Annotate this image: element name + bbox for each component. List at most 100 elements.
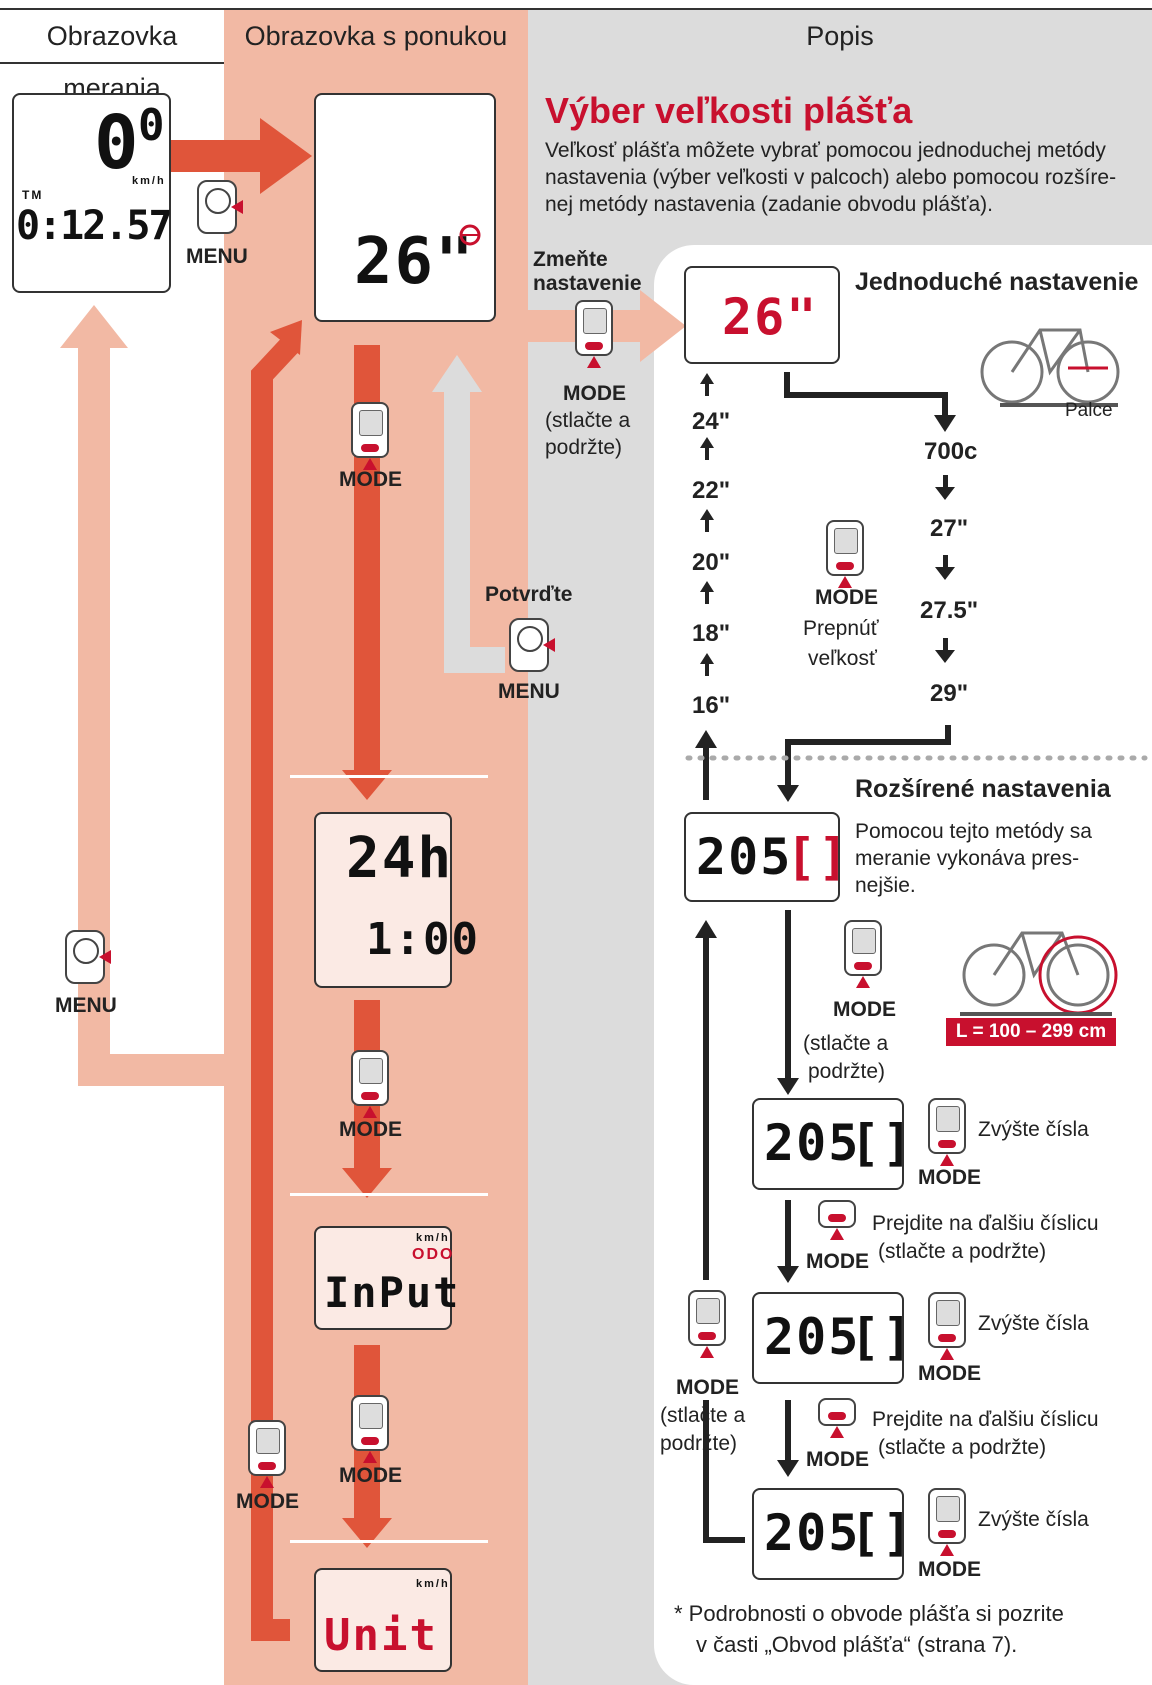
next-digit-2: Prejdite na ďalšiu číslicu xyxy=(872,1408,1099,1431)
next-digit-1: Prejdite na ďalšiu číslicu xyxy=(872,1212,1099,1235)
switch-size-1: Prepnúť xyxy=(803,617,879,640)
mode-button-icon[interactable] xyxy=(928,1098,966,1166)
menu-screen-unit: km/h Unit xyxy=(314,1568,452,1672)
arrow-confirm xyxy=(444,390,505,673)
menu-screen-tire: 26" xyxy=(314,93,496,322)
clock-time: 1:00 xyxy=(366,914,480,965)
increase-1: Zvýšte čísla xyxy=(978,1118,1089,1141)
increase-2: Zvýšte čísla xyxy=(978,1312,1089,1335)
digit-display-1-value: 205 xyxy=(764,1114,861,1172)
bike-simple-icon xyxy=(980,328,1120,404)
menu-screen-input: km/h ODO InPut xyxy=(314,1226,458,1330)
mode-button-icon[interactable] xyxy=(844,920,882,988)
digit-display-3: 205 [] xyxy=(752,1488,912,1580)
advanced-line-1: Pomocou tejto metódy sa xyxy=(855,820,1092,843)
switch-size-2: veľkosť xyxy=(808,647,877,670)
change-label-1: Zmeňte xyxy=(533,248,608,271)
mode-button-icon[interactable] xyxy=(826,520,864,588)
mode-button-icon[interactable] xyxy=(818,1200,856,1240)
header-menu: Obrazovka s ponukou xyxy=(224,10,528,62)
advanced-title: Rozšírené nastavenia xyxy=(855,775,1111,803)
intro-line-1: Veľkosť plášťa môžete vybrať pomocou jed… xyxy=(545,139,1106,162)
measure-speed: 0 xyxy=(94,100,141,186)
divider xyxy=(290,1193,488,1196)
size-27-5: 27.5" xyxy=(920,597,979,624)
digit-display-3-value: 205 xyxy=(764,1504,861,1562)
mode-label-1: MODE xyxy=(339,468,402,491)
change-label-2: nastavenie xyxy=(533,272,642,295)
simple-display: 26" xyxy=(684,266,840,364)
left-press-hold-1: (stlačte a xyxy=(660,1404,746,1427)
mode-button-icon[interactable] xyxy=(351,402,389,470)
divider xyxy=(290,1540,488,1543)
measure-tm-label: TM xyxy=(22,188,44,202)
press-hold-1: (stlačte a xyxy=(545,409,631,432)
mode-button-icon[interactable] xyxy=(248,1420,286,1488)
simple-title: Jednoduché nastavenie xyxy=(855,268,1139,296)
input-odo: ODO xyxy=(412,1246,455,1263)
mode-button-icon[interactable] xyxy=(928,1488,966,1556)
mode-button-icon[interactable] xyxy=(351,1395,389,1463)
digit-display-1-bracket: [] xyxy=(850,1114,915,1172)
clock-format: 24h xyxy=(346,826,454,891)
mode-button-icon[interactable] xyxy=(575,300,613,368)
menu-button-icon[interactable] xyxy=(197,180,243,234)
tire-size: 26" xyxy=(354,225,476,299)
mode-button-icon[interactable] xyxy=(928,1292,966,1360)
arrow-to-menu xyxy=(170,118,312,194)
mode-button-icon[interactable] xyxy=(818,1398,856,1438)
next-digit-2b: (stlačte a podržte) xyxy=(878,1436,1047,1459)
menu-button-icon[interactable] xyxy=(509,618,555,672)
menu-button-icon[interactable] xyxy=(65,930,111,984)
next-digit-1b: (stlačte a podržte) xyxy=(878,1240,1047,1263)
header-measure: Obrazovka merania xyxy=(0,10,224,103)
measure-screen: 0 0 km/h TM 0:12.57 xyxy=(12,93,173,293)
header-rule xyxy=(0,8,1152,10)
size-29: 29" xyxy=(930,680,969,707)
mode-label-inc-2: MODE xyxy=(918,1362,981,1385)
unit-word: Unit xyxy=(324,1610,438,1661)
simple-display-value: 26" xyxy=(722,288,819,346)
measure-unit: km/h xyxy=(132,175,166,187)
flowchart-panel xyxy=(654,245,1152,1685)
adv-press-hold-2: podržte) xyxy=(808,1060,886,1083)
increase-3: Zvýšte čísla xyxy=(978,1508,1089,1531)
mode-label-4: MODE xyxy=(236,1490,299,1513)
size-24: 24" xyxy=(692,408,731,435)
mode-button-icon[interactable] xyxy=(351,1050,389,1118)
footnote-line-2: v časti „Obvod plášťa“ (strana 7). xyxy=(696,1632,1018,1657)
advanced-display: 205 [] xyxy=(684,812,848,902)
advanced-line-3: nejšie. xyxy=(855,874,916,897)
mode-label-next-1: MODE xyxy=(806,1250,869,1273)
mode-label-change: MODE xyxy=(563,382,626,405)
mode-label-2: MODE xyxy=(339,1118,402,1141)
menu-screen-clock: 24h 1:00 xyxy=(314,812,478,988)
advanced-display-value: 205 xyxy=(696,828,793,886)
input-unit: km/h xyxy=(416,1232,450,1244)
inches-label: Palce xyxy=(1065,400,1113,421)
digit-display-3-bracket: [] xyxy=(850,1504,915,1562)
measure-time: 0:12.57 xyxy=(16,203,173,249)
wheel-icon xyxy=(459,224,481,246)
divider xyxy=(290,775,488,778)
menu-label-1: MENU xyxy=(186,245,248,268)
header-description: Popis xyxy=(528,10,1152,62)
menu-label-2: MENU xyxy=(55,994,117,1017)
digit-display-1: 205 [] xyxy=(752,1098,912,1190)
arrow-loop-up xyxy=(251,337,299,1641)
mode-label-left: MODE xyxy=(676,1376,739,1399)
mode-label-inc-3: MODE xyxy=(918,1558,981,1581)
input-word: InPut xyxy=(324,1268,461,1317)
press-hold-2: podržte) xyxy=(545,436,623,459)
bike-advanced-icon xyxy=(962,931,1110,1007)
mode-button-icon[interactable] xyxy=(688,1290,726,1358)
footnote-line-1: * Podrobnosti o obvode plášťa si pozrite xyxy=(674,1601,1064,1626)
size-27: 27" xyxy=(930,515,969,542)
digit-display-2-bracket: [] xyxy=(850,1308,915,1366)
size-18: 18" xyxy=(692,620,731,647)
mode-label-switch: MODE xyxy=(815,586,878,609)
mode-label-adv: MODE xyxy=(833,998,896,1021)
description-title: Výber veľkosti plášťa xyxy=(545,90,913,131)
arrow-back-to-measure xyxy=(78,345,224,1086)
